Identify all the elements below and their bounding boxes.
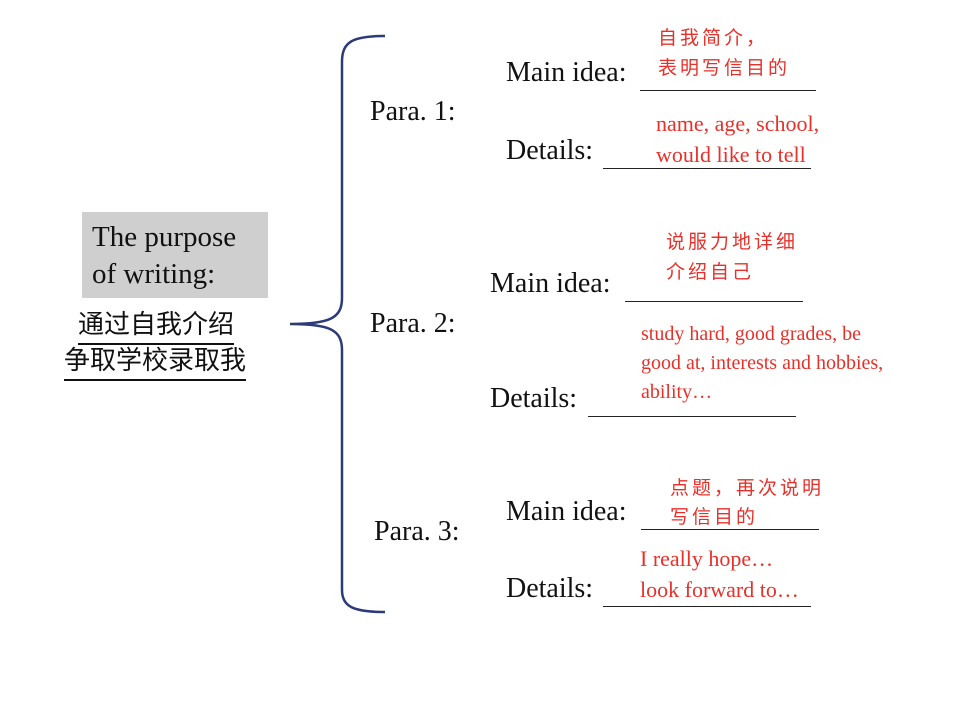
para-3-main-idea-label: Main idea: [506, 496, 627, 527]
para-2-label: Para. 2: [370, 308, 456, 339]
para-2-main-idea-blank [625, 301, 803, 302]
purpose-box [82, 212, 268, 298]
para-2-details-note-line1: study hard, good grades, be [641, 323, 861, 345]
purpose-label-line1: The purpose [92, 221, 237, 253]
para-1-main-note-line2: 表明写信目的 [658, 57, 791, 79]
para-3-details-blank [603, 606, 811, 607]
para-3-details-label: Details: [506, 573, 594, 604]
brace-path [289, 34, 386, 614]
purpose-label-line2: of writing: [92, 258, 216, 290]
para-1-details-label: Details: [506, 135, 594, 166]
para-2-main-note-line1: 说服力地详细 [666, 231, 799, 253]
para-1-details-note-line2: would like to tell [656, 142, 806, 167]
para-2-details-blank [588, 416, 796, 417]
para-2-details-note-line2: good at, interests and hobbies, [641, 352, 884, 374]
para-1-main-idea-label: Main idea: [506, 57, 627, 88]
para-3-main-note-line1: 点题，再次说明 [670, 477, 825, 499]
para-3-details-note-line1: I really hope… [640, 546, 774, 571]
para-2-details-label: Details: [490, 383, 578, 414]
para-1-main-idea-blank [640, 90, 816, 91]
purpose-goal-line2: 争取学校录取我 [64, 344, 247, 381]
para-1-main-note-line1: 自我简介， [658, 27, 769, 49]
para-2-main-idea-label: Main idea: [490, 268, 611, 299]
para-1-label: Para. 1: [370, 96, 456, 127]
para-3-main-note-line2: 写信目的 [670, 506, 759, 528]
para-3-label: Para. 3: [374, 516, 460, 547]
para-3-main-idea-blank [641, 529, 819, 530]
para-2-main-note-line2: 介绍自己 [666, 261, 755, 283]
para-1-details-blank [603, 168, 811, 169]
para-2-details-note-line3: ability… [641, 381, 713, 403]
para-3-details-note-line2: look forward to… [640, 577, 799, 602]
purpose-goal-line1: 通过自我介绍 [78, 308, 235, 345]
para-1-details-note-line1: name, age, school, [656, 111, 820, 136]
